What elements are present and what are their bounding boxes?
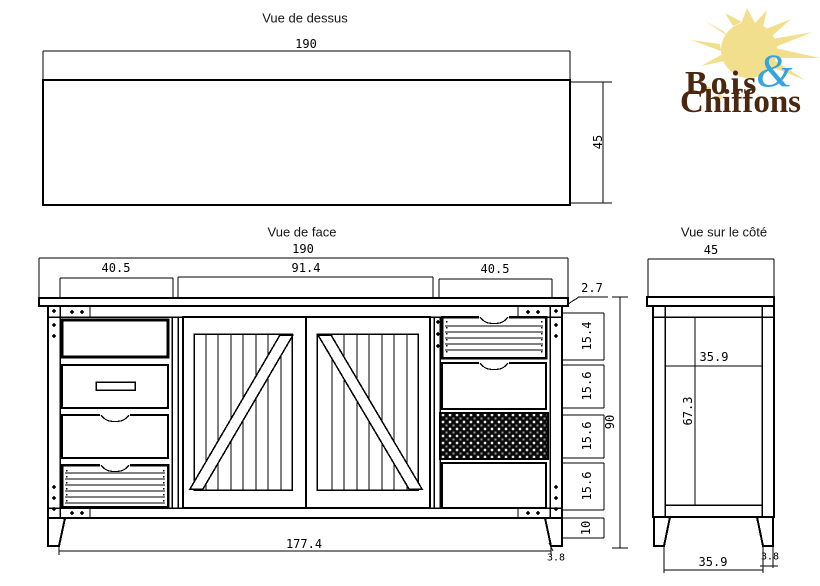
front-drawer4-dim: 15.6 <box>580 471 594 501</box>
top-view-title: Vue de dessus <box>262 10 348 26</box>
front-drawer3-dim: 15.6 <box>580 421 594 451</box>
top-view-depth-dim: 45 <box>591 134 605 150</box>
front-right-drawers <box>439 315 549 509</box>
front-total-width-dim: 190 <box>292 242 314 256</box>
drawer-left-1 <box>60 318 170 359</box>
side-inner-height-dim: 67.3 <box>681 396 695 426</box>
door-braces <box>188 334 424 490</box>
top-view-width-dim-line <box>42 50 571 80</box>
front-overall-height-dim: 90 <box>603 414 617 430</box>
side-body <box>652 305 775 518</box>
logo-word-chiffons: Chiffons <box>680 84 802 120</box>
top-view-drawing <box>42 50 612 206</box>
drawer-right-2 <box>441 362 547 410</box>
front-drawer1-dim: 15.4 <box>580 321 594 351</box>
drawer-right-1-slats <box>445 325 543 351</box>
top-view-width-dim: 190 <box>295 37 317 51</box>
front-rail-tabs <box>89 306 519 518</box>
front-tabletop <box>38 297 569 307</box>
front-dim-lines <box>38 257 628 555</box>
side-tabletop <box>646 296 775 307</box>
logo-word-bois: Bois <box>685 65 760 102</box>
drawer-left-4-slats <box>65 472 165 504</box>
front-left-module-dim: 40.5 <box>101 261 131 275</box>
front-view-title: Vue de face <box>267 224 337 240</box>
side-depth-dim: 45 <box>703 243 719 257</box>
drawer-left-2-handle <box>95 381 136 391</box>
side-foot-width-dim: 3.8 <box>760 551 780 563</box>
side-view-title: Vue sur le côté <box>680 224 768 240</box>
front-right-module-dim: 40.5 <box>480 262 510 276</box>
front-drawer2-dim: 15.6 <box>580 371 594 401</box>
front-foot-width-dim: 3.8 <box>546 552 566 564</box>
drawer-left-3 <box>61 414 169 459</box>
front-plinth-dim: 10 <box>579 520 593 536</box>
logo: Bois & Chiffons <box>663 8 820 120</box>
side-legs <box>653 516 774 547</box>
logo-ampersand: & <box>756 45 793 97</box>
side-dim-lines <box>647 258 778 573</box>
front-view-drawing <box>38 257 628 555</box>
front-doors <box>182 316 431 509</box>
drawer-right-4 <box>441 462 547 509</box>
drawer-right-3-wicker-basket <box>439 412 549 460</box>
side-inner-depth-dim: 35.9 <box>699 350 729 364</box>
front-top-thickness-dim: 2.7 <box>581 281 603 295</box>
side-view-drawing <box>646 258 778 573</box>
side-feet-span-dim: 35.9 <box>698 555 728 569</box>
side-frame-lines <box>653 306 774 517</box>
front-feet-span-dim: 177.4 <box>285 537 323 551</box>
top-view-panel <box>42 79 571 206</box>
top-view-depth-dim-line <box>570 81 612 204</box>
front-center-module-dim: 91.4 <box>291 261 321 275</box>
sun-icon <box>691 8 820 100</box>
